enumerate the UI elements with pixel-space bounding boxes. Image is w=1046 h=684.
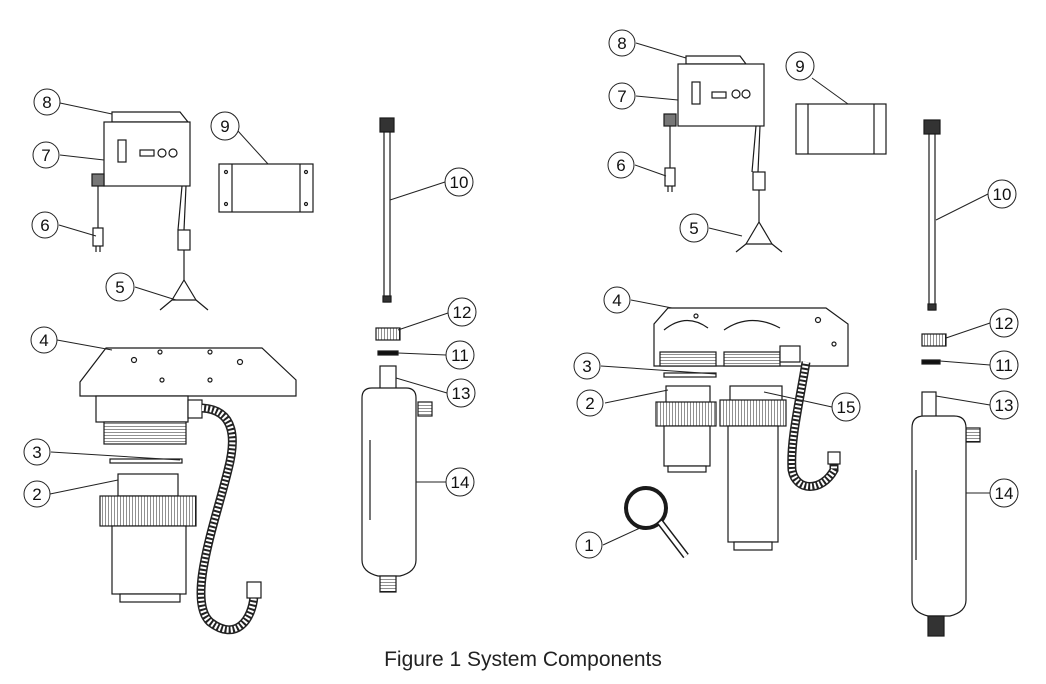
left-bracket [218, 163, 314, 213]
callout-left-3: 3 [23, 438, 51, 466]
left-controller-lid [111, 111, 190, 123]
right-large-housing [719, 385, 787, 551]
right-small-housing [655, 385, 717, 473]
left-gasket [109, 458, 183, 464]
callout-right-9: 9 [785, 51, 815, 81]
right-bracket [795, 103, 887, 155]
svg-text:10: 10 [993, 185, 1012, 204]
right-uv-lamp [923, 119, 941, 311]
svg-text:12: 12 [995, 314, 1014, 333]
callout-left-14: 14 [445, 467, 475, 497]
left-lamp-nut [375, 327, 401, 341]
svg-text:8: 8 [617, 34, 626, 53]
svg-text:7: 7 [41, 146, 50, 165]
right-hose [787, 361, 841, 491]
callout-right-10: 10 [987, 179, 1017, 209]
callout-left-5: 5 [105, 272, 135, 302]
svg-text:4: 4 [39, 331, 48, 350]
callout-right-7: 7 [608, 82, 636, 110]
svg-text:13: 13 [452, 384, 471, 403]
callout-left-8: 8 [33, 88, 61, 116]
left-uv-lamp [379, 117, 395, 303]
figure-caption: Figure 1 System Components [384, 648, 662, 671]
callout-left-4: 4 [30, 326, 58, 354]
left-callout-labels: 8 7 6 5 4 3 2 9 10 12 11 13 14 [23, 88, 477, 508]
left-mounting-head [79, 347, 297, 397]
left-power-cord [91, 173, 105, 252]
svg-text:14: 14 [995, 484, 1014, 503]
callout-right-6: 6 [607, 151, 635, 179]
svg-text:6: 6 [616, 156, 625, 175]
svg-text:5: 5 [689, 219, 698, 238]
callout-left-6: 6 [31, 211, 59, 239]
svg-text:10: 10 [450, 173, 469, 192]
callout-right-13: 13 [989, 390, 1019, 420]
svg-text:7: 7 [617, 87, 626, 106]
left-housing [99, 473, 197, 603]
svg-text:2: 2 [32, 485, 41, 504]
svg-text:9: 9 [795, 57, 804, 76]
callout-right-4: 4 [603, 286, 631, 314]
callout-left-13: 13 [446, 378, 476, 408]
right-housing-wrench [624, 486, 689, 559]
callout-left-12: 12 [447, 297, 477, 327]
callout-right-15: 15 [831, 392, 861, 422]
callout-right-11: 11 [989, 350, 1019, 380]
callout-right-14: 14 [989, 478, 1019, 508]
callout-right-2: 2 [576, 389, 604, 417]
right-lamp-nut [921, 333, 947, 347]
callout-left-10: 10 [444, 167, 474, 197]
right-gasket [663, 372, 717, 378]
right-callouts [600, 42, 991, 546]
callout-left-2: 2 [23, 480, 51, 508]
right-controller-body [677, 63, 765, 127]
left-uv-chamber [361, 365, 433, 593]
left-hose [196, 403, 262, 635]
callout-right-1: 1 [575, 531, 603, 559]
svg-text:15: 15 [837, 398, 856, 417]
callout-left-11: 11 [445, 340, 475, 370]
right-lamp-connector [735, 125, 783, 253]
callout-right-3: 3 [573, 352, 601, 380]
callout-right-8: 8 [608, 29, 636, 57]
right-head-fittings [659, 345, 801, 367]
svg-text:3: 3 [582, 357, 591, 376]
left-callouts [49, 102, 449, 495]
callout-left-7: 7 [32, 141, 60, 169]
left-head-fittings [95, 395, 203, 445]
svg-text:11: 11 [995, 356, 1013, 375]
right-o-ring [921, 359, 941, 365]
svg-text:14: 14 [451, 473, 470, 492]
svg-text:1: 1 [584, 536, 593, 555]
callout-right-5: 5 [679, 213, 709, 243]
svg-text:11: 11 [451, 346, 469, 365]
svg-text:6: 6 [40, 216, 49, 235]
right-uv-chamber [911, 391, 981, 637]
svg-text:8: 8 [42, 93, 51, 112]
right-power-cord [663, 113, 677, 192]
svg-text:5: 5 [115, 278, 124, 297]
svg-text:9: 9 [220, 117, 229, 136]
right-controller-lid [685, 55, 748, 65]
left-controller-body [103, 121, 191, 187]
callout-left-9: 9 [210, 111, 240, 141]
svg-text:2: 2 [585, 394, 594, 413]
callout-right-12: 12 [989, 308, 1019, 338]
svg-text:12: 12 [453, 303, 472, 322]
right-callout-labels: 8 7 6 5 4 3 2 15 9 10 12 11 13 14 1 [573, 29, 1019, 559]
svg-text:3: 3 [32, 443, 41, 462]
svg-text:4: 4 [612, 291, 621, 310]
left-o-ring [377, 350, 399, 356]
left-lamp-connector [159, 185, 209, 311]
svg-text:13: 13 [995, 396, 1014, 415]
